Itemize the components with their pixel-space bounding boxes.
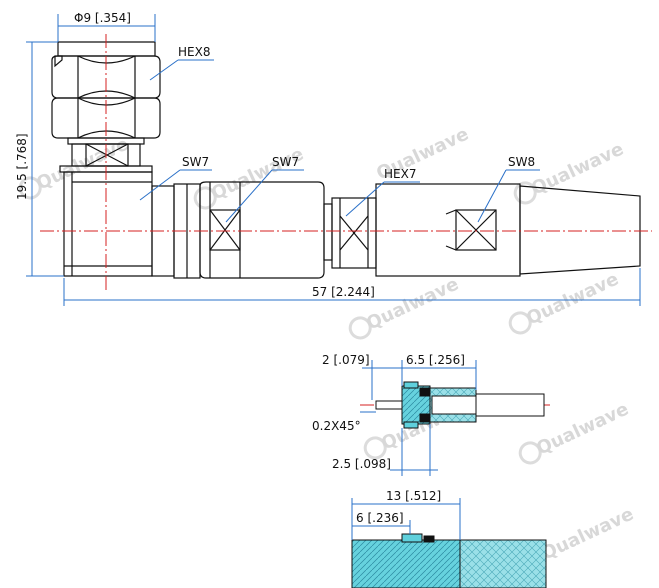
watermark-text: Qualwave	[533, 399, 632, 460]
watermark-text: Qualwave	[538, 504, 637, 565]
detail-a-dimensions	[360, 360, 477, 476]
hex-nut-lower	[51, 97, 161, 139]
height-label: 19.5 [.768]	[15, 133, 29, 200]
detail-a-chamfer: 0.2X45°	[312, 419, 361, 433]
detail-a-d3: 2.5 [.098]	[332, 457, 391, 471]
detail-cable-prep	[375, 381, 545, 429]
sw7-callout-1: SW7	[182, 155, 209, 169]
top-dimensions	[26, 14, 641, 306]
hex7-callout: HEX7	[384, 167, 416, 181]
center-lines	[40, 34, 652, 406]
hex8-callout: HEX8	[178, 45, 210, 59]
top-view	[51, 41, 641, 279]
detail-b-d2: 6 [.236]	[356, 511, 404, 525]
crimp-sleeve-sw8	[375, 183, 521, 277]
detail-a-d1: 2 [.079]	[322, 353, 370, 367]
detail-a-d2: 6.5 [.256]	[406, 353, 465, 367]
sw8-callout: SW8	[508, 155, 535, 169]
sw7-callout-2: SW7	[272, 155, 299, 169]
detail-b-dimensions	[351, 498, 461, 540]
ferrule-sw7	[199, 181, 325, 279]
strain-relief-boot	[519, 185, 641, 275]
length-label: 57 [2.244]	[312, 285, 375, 299]
watermarks: Qualwave Qualwave Qualwave Qualwave Qual…	[18, 124, 637, 565]
watermark-text: Qualwave	[363, 274, 462, 335]
hex-nut-upper	[51, 55, 161, 99]
elbow-body	[63, 171, 153, 277]
detail-b-d1: 13 [.512]	[386, 489, 441, 503]
detail-assembly	[351, 533, 547, 588]
watermark-text: Qualwave	[523, 269, 622, 330]
watermark-text: Qualwave	[33, 134, 132, 195]
watermark-text: Qualwave	[208, 144, 307, 205]
diameter-label: Φ9 [.354]	[74, 11, 131, 25]
